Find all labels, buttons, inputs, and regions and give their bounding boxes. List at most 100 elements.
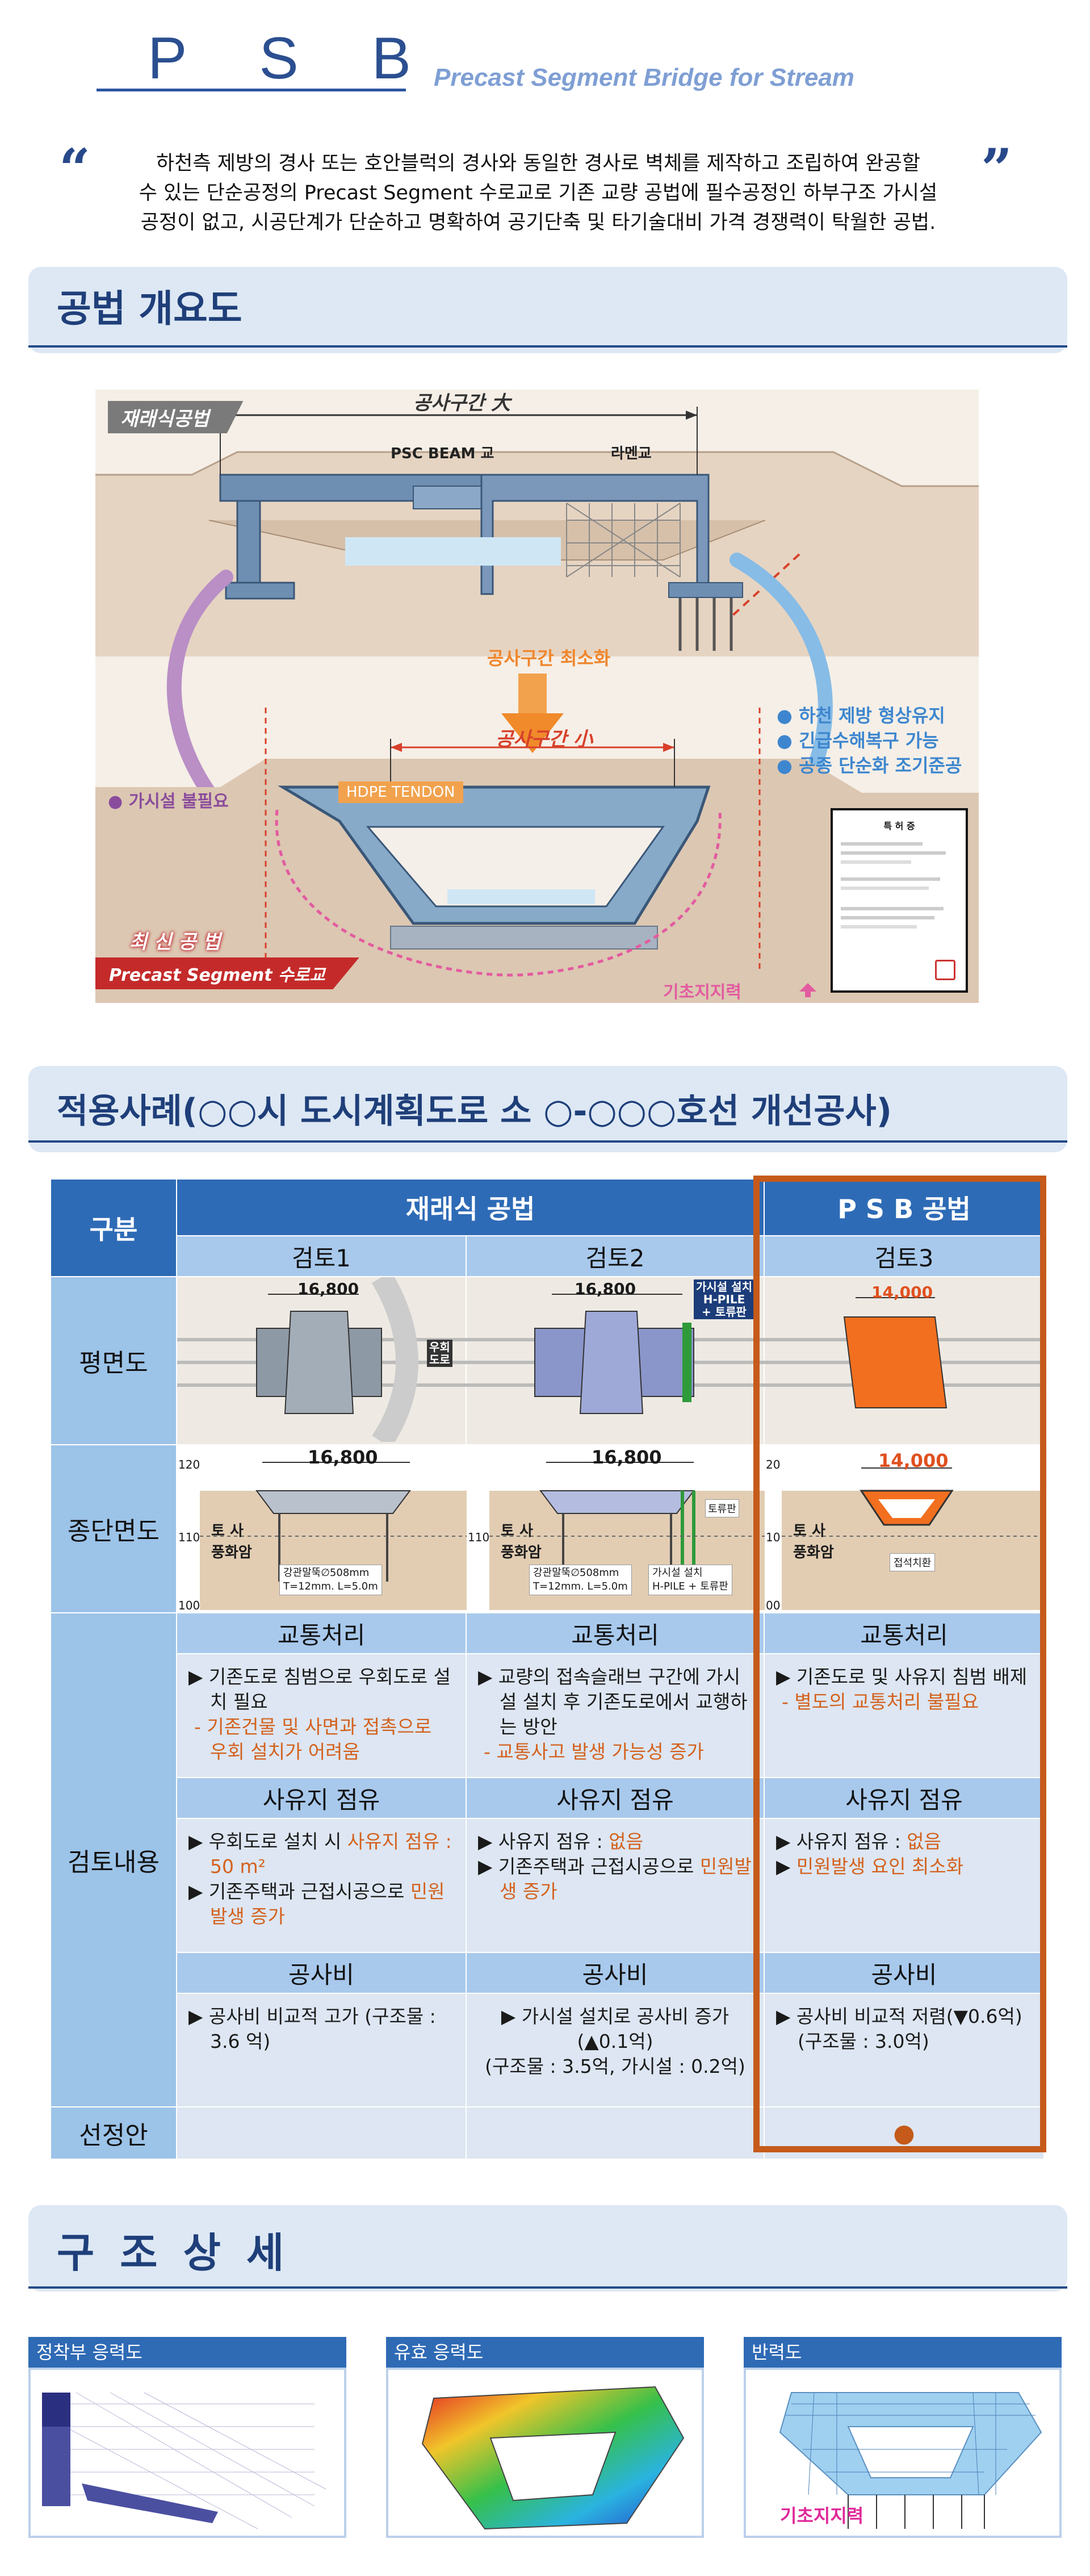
intro-line: 수 있는 단순공정의 Precast Segment 수로교로 기존 교량 공법… — [139, 182, 938, 204]
quote-close-icon: ” — [981, 137, 1013, 201]
traffic-note: - 별도의 교통처리 불필요 — [782, 1691, 979, 1713]
section-drawing-3: 14,000 20 10 00 토 사 풍화암 접석치환 — [764, 1444, 1045, 1613]
detour-note: 우회 도로 — [427, 1340, 452, 1367]
no-temp-label: ● 가시설 불필요 — [108, 792, 229, 812]
comparison-table: 구분 재래식 공법 P S B 공법 검토1 검토2 검토3 평면도 16,80… — [50, 1178, 1045, 2160]
section-dim: 14,000 — [878, 1450, 949, 1471]
review-2: 검토2 — [466, 1235, 765, 1277]
panel-label-2: 유효 응력도 — [386, 2337, 704, 2368]
elev-label: 120 — [178, 1458, 200, 1471]
section-title-overview: 공법 개요도 — [57, 287, 242, 331]
plan-drawing-3: 14,000 — [764, 1276, 1045, 1445]
elev-label: 20 — [766, 1458, 781, 1471]
cost-line: ▶ 공사비 비교적 고가 (구조물 : 3.6 억) — [188, 2005, 436, 2052]
overview-illustration — [95, 407, 979, 1003]
section-band-case — [28, 1066, 1067, 1152]
panel-label-3: 반력도 — [744, 2337, 1062, 2368]
benefit-item: ● 하천 제방 형상유지 — [777, 705, 945, 726]
traffic-main: ▶ 기존도로 및 사유지 침범 배제 — [776, 1666, 1028, 1688]
col-category: 구분 — [50, 1178, 177, 1277]
plan-drawing-1: 16,800 우회 도로 — [176, 1271, 467, 1449]
pile-note: 강관말뚝∅508mm T=12mm. L=5.0m — [529, 1565, 632, 1595]
traffic-hd: 교통처리 — [176, 1612, 467, 1654]
span-small-label: 공사구간 小 — [496, 728, 593, 751]
traffic-hd: 교통처리 — [764, 1612, 1045, 1654]
land-line: ▶ 기존주택과 근접시공으로 민원발생 증가 — [188, 1880, 445, 1927]
logo-underline — [97, 89, 406, 91]
conventional-tag: 재래식공법 — [108, 401, 244, 433]
quote-open-icon: “ — [59, 137, 91, 201]
col-psb: P S B 공법 — [764, 1178, 1045, 1236]
psb-logo: P S B — [148, 26, 440, 91]
section-band-structure — [28, 2205, 1067, 2291]
traffic-hd: 교통처리 — [466, 1612, 765, 1654]
latest-tag: 최 신 공 법 — [129, 931, 221, 954]
pile-note: 강관말뚝∅508mm T=12mm. L=5.0m — [279, 1565, 382, 1595]
elev-label: 10 — [766, 1530, 781, 1544]
soil-label: 토 사 — [211, 1523, 244, 1540]
psc-beam-label: PSC BEAM 교 — [391, 445, 494, 462]
rock-label: 풍화암 — [501, 1544, 542, 1561]
stress-panel-3: 기초지지력 — [744, 2368, 1062, 2538]
hdpe-tendon-label: HDPE TENDON — [338, 781, 463, 803]
col-conventional: 재래식 공법 — [176, 1178, 765, 1236]
psb-highlight-frame — [753, 1176, 1046, 2152]
temp-note: 가시설 설치 H-PILE + 토류판 — [694, 1279, 754, 1319]
traffic-note: - 교통사고 발생 가능성 증가 — [484, 1741, 704, 1763]
row-review: 검토내용 — [50, 1612, 177, 2107]
section-drawing-2: 16,800 110 토 사 풍화암 토류판 강관말뚝∅508mm T=12mm… — [466, 1444, 765, 1613]
panel-label-1: 정착부 응력도 — [28, 2337, 346, 2368]
temp-note: 가시설 설치 H-PILE + 토류판 — [648, 1565, 732, 1595]
review-3: 검토3 — [764, 1235, 1045, 1277]
elev-label: 100 — [178, 1599, 200, 1612]
stress-panel-1 — [28, 2368, 346, 2538]
land-cell-1: ▶ 우회도로 설치 시 사유지 점유 : 50 m²▶ 기존주택과 근접시공으로… — [176, 1818, 467, 1953]
intro-line: 공정이 없고, 시공단계가 단순하고 명확하여 공기단축 및 타기술대비 가격 … — [140, 211, 936, 234]
land-cell-3: ▶ 사유지 점유 : 없음▶ 민원발생 요인 최소화 — [764, 1818, 1045, 1953]
rahmen-label: 라멘교 — [611, 445, 652, 462]
plan-dim: 16,800 — [297, 1279, 359, 1298]
section-dim: 16,800 — [308, 1446, 378, 1468]
land-line: ▶ 기존주택과 근접시공으로 민원발생 증가 — [478, 1855, 752, 1902]
land-line: ▶ 사유지 점유 : 없음 — [478, 1830, 643, 1852]
benefit-item: ● 공종 단순화 조기준공 — [777, 755, 962, 776]
land-hd: 사유지 점유 — [764, 1777, 1045, 1819]
span-large-label: 공사구간 大 — [413, 392, 510, 415]
row-selected: 선정안 — [50, 2106, 177, 2160]
traffic-main: ▶ 교량의 접속슬래브 구간에 가시설 설치 후 기존도로에서 교행하는 방안 — [478, 1666, 748, 1738]
intro-line: 하천측 제방의 경사 또는 호안블럭의 경사와 동일한 경사로 벽체를 제작하고… — [156, 152, 920, 175]
cost-line: ▶ 가시설 설치로 공사비 증가 — [501, 2005, 730, 2027]
row-section: 종단면도 — [50, 1444, 177, 1613]
cost-cell-1: ▶ 공사비 비교적 고가 (구조물 : 3.6 억) — [176, 1993, 467, 2107]
section-title-structure: 구 조 상 세 — [57, 2229, 290, 2277]
section-drawing-1: 16,800 120 110 100 토 사 풍화암 강관말뚝∅508mm T=… — [176, 1444, 467, 1613]
earth-wall-note: 토류판 — [705, 1499, 739, 1517]
row-plan: 평면도 — [50, 1276, 177, 1445]
contact-note: 접석치환 — [890, 1553, 936, 1571]
rock-label: 풍화암 — [211, 1544, 252, 1561]
patent-certificate: 특 허 증 — [831, 808, 968, 993]
elev-label: 00 — [766, 1599, 781, 1612]
plan-dim: 16,800 — [575, 1279, 636, 1298]
traffic-note: - 기존건물 및 사면과 접촉으로 우회 설치가 어려움 — [194, 1716, 432, 1763]
rock-label: 풍화암 — [793, 1544, 834, 1561]
cost-line: ▶ 공사비 비교적 저렴(▼0.6억) — [776, 2005, 1022, 2027]
section-dim: 16,800 — [592, 1446, 662, 1468]
cert-title: 특 허 증 — [883, 821, 915, 831]
section-rule — [28, 345, 1067, 348]
section-title-case: 적용사례(○○시 도시계획도로 소 ○-○○○호선 개선공사) — [57, 1092, 892, 1131]
traffic-cell-3: ▶ 기존도로 및 사유지 침범 배제 - 별도의 교통처리 불필요 — [764, 1653, 1045, 1778]
foundation-label: 기초지지력 — [663, 982, 741, 1002]
elev-label: 110 — [178, 1530, 200, 1544]
minimize-label: 공사구간 최소화 — [487, 647, 611, 669]
section-band-overview — [28, 267, 1067, 353]
traffic-cell-1: ▶ 기존도로 침범으로 우회도로 설치 필요- 기존건물 및 사면과 접촉으로 … — [176, 1653, 467, 1778]
benefit-item: ● 긴급수해복구 가능 — [777, 730, 939, 751]
land-line: ▶ 민원발생 요인 최소화 — [776, 1855, 964, 1877]
seal-icon — [935, 960, 955, 980]
cost-hd: 공사비 — [764, 1952, 1045, 1994]
cost-cell-2: ▶ 가시설 설치로 공사비 증가(▲0.1억)(구조물 : 3.5억, 가시설 … — [466, 1993, 765, 2107]
section-rule — [28, 1140, 1067, 1143]
foundation-label-2: 기초지지력 — [780, 2505, 864, 2527]
selected-cell-1 — [176, 2106, 467, 2160]
